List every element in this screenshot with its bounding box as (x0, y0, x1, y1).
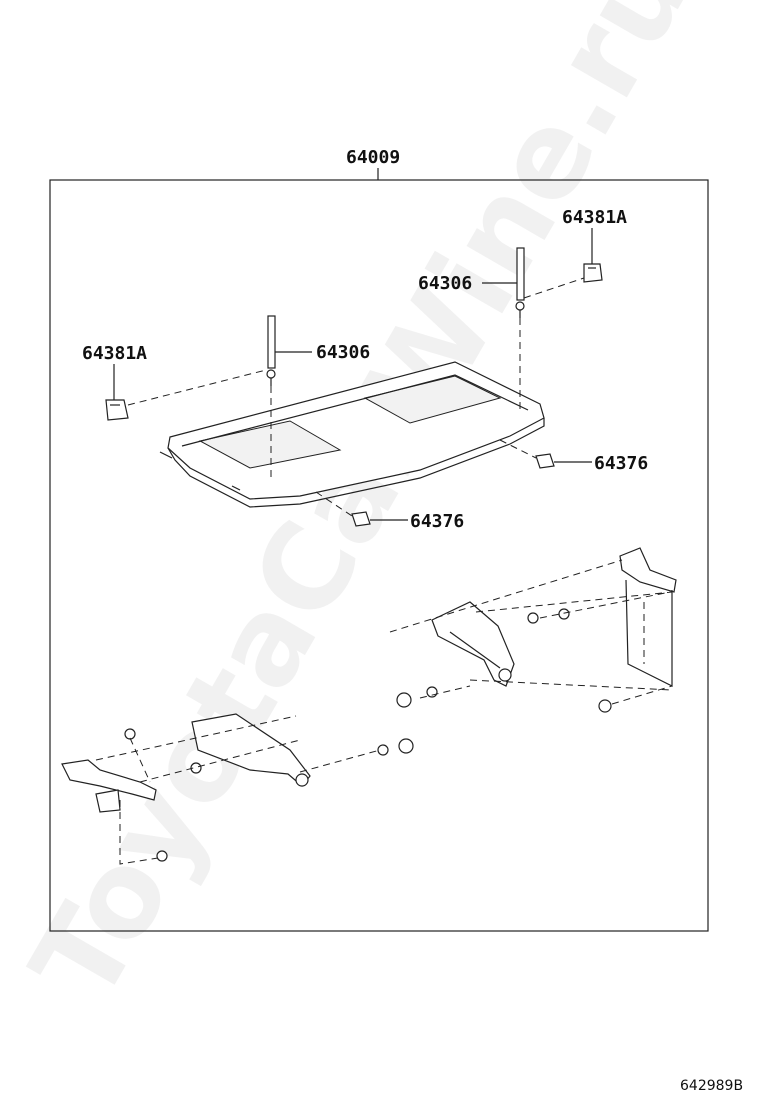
bracket-right (431, 547, 677, 687)
fasteners-right (396, 608, 612, 713)
clip-right-label: 64376 (594, 453, 648, 474)
diagram-code: 642989B (680, 1078, 743, 1094)
retainer-left-label: 64381A (82, 343, 147, 364)
clip-center-label: 64376 (410, 511, 464, 532)
rod-left (266, 315, 276, 386)
bracket-left (61, 713, 311, 813)
rod-right-label: 64306 (418, 273, 472, 294)
clip-center (351, 511, 371, 527)
retainer-left-guide (127, 369, 267, 406)
rod-left-label: 64306 (316, 342, 370, 363)
retainer-right-label: 64381A (562, 207, 627, 228)
assembly-frame (49, 179, 709, 932)
clip-right (535, 453, 555, 469)
fasteners-left (124, 728, 414, 862)
rod-right (515, 247, 525, 318)
retainer-left (105, 399, 129, 421)
bracket-left-guides (95, 715, 381, 865)
retainer-right (583, 263, 603, 283)
clip-center-guide (315, 491, 353, 517)
package-tray (159, 361, 545, 508)
bracket-right-guides (389, 559, 673, 705)
clip-right-guide (499, 439, 537, 459)
assembly-label: 64009 (346, 147, 400, 168)
retainer-right-guide (523, 277, 585, 299)
